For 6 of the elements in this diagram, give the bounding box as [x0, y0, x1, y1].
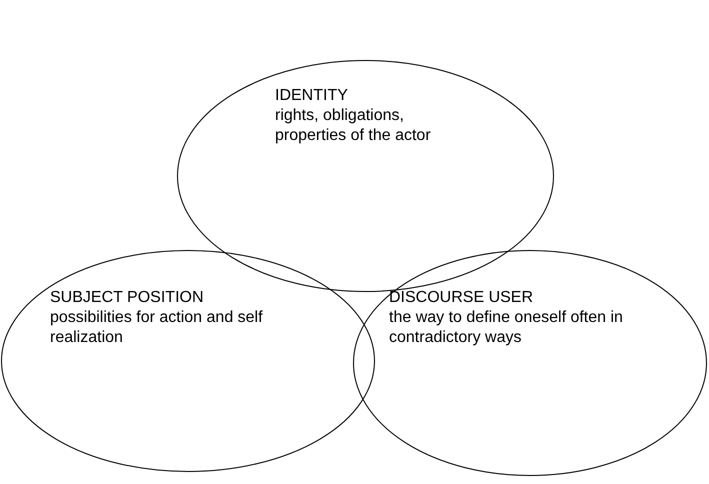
set-description: possibilities for action and self realization	[50, 308, 264, 348]
set-heading: IDENTITY	[275, 86, 349, 106]
set-heading: DISCOURSE USER	[389, 288, 534, 308]
set-description: the way to define oneself often in contradictory ways	[389, 308, 624, 348]
set-description: rights, obligations, properties of the actor	[275, 106, 432, 146]
set-heading: SUBJECT POSITION	[50, 288, 205, 308]
